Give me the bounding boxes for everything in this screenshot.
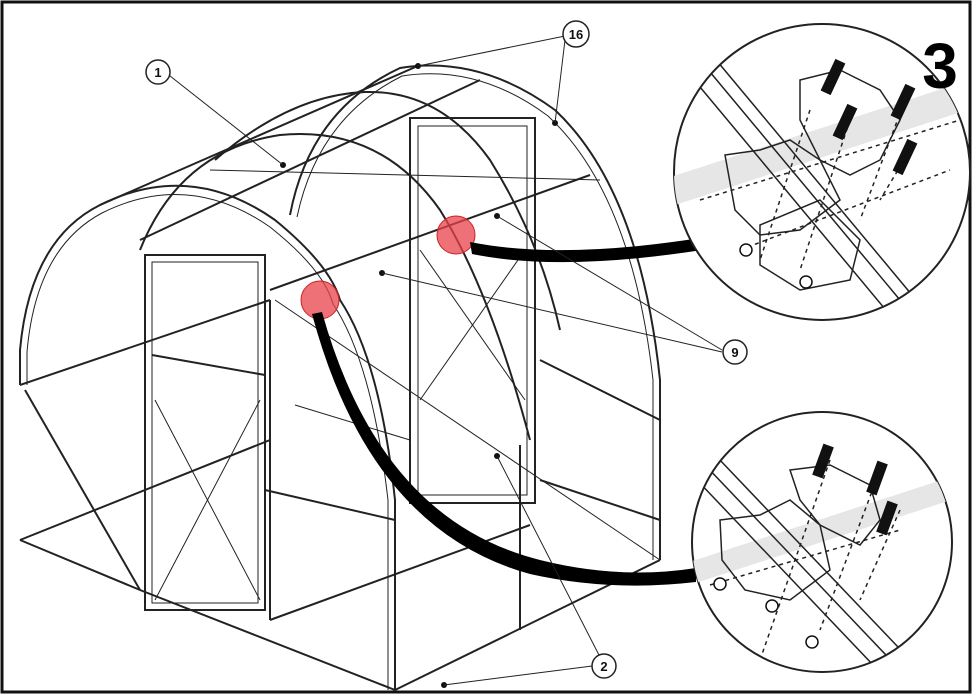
bolts-lower <box>812 443 898 536</box>
callout-9: 9 <box>722 339 748 365</box>
leader-lines <box>164 35 723 686</box>
ridge-bar <box>269 174 591 291</box>
middle-arch-1 <box>139 133 531 441</box>
front-wall-rail <box>264 489 396 521</box>
back-door-frame <box>409 117 536 504</box>
middle-arch-2 <box>214 90 561 331</box>
bolts-upper <box>820 58 918 176</box>
callout-2-label: 2 <box>600 659 607 674</box>
callout-1-label: 1 <box>154 65 161 80</box>
front-wall-brace <box>24 389 141 591</box>
callout-16: 16 <box>562 20 590 48</box>
bottom-diagonal <box>274 299 661 561</box>
back-wall-rail <box>539 359 661 421</box>
detail-view-lower <box>691 411 953 673</box>
base-rail-left <box>19 539 141 591</box>
nuts-lower <box>713 577 819 649</box>
front-door-frame <box>144 254 266 611</box>
front-door-brace-2 <box>154 399 261 601</box>
front-arch <box>19 184 396 690</box>
nuts-upper <box>739 243 813 289</box>
highlight-joint-upper <box>436 215 476 255</box>
callout-9-label: 9 <box>731 345 738 360</box>
front-door-crossbar <box>151 354 266 376</box>
back-door-brace-2 <box>419 249 526 401</box>
back-wall-rail-low <box>539 479 661 521</box>
step-number: 3 <box>922 30 958 102</box>
base-rail-front <box>139 589 396 691</box>
callout-2: 2 <box>591 653 617 679</box>
callout-16-label: 16 <box>569 27 583 42</box>
connector-band-upper <box>470 238 702 263</box>
inner-rail <box>294 404 411 441</box>
purlin-1 <box>99 64 421 206</box>
back-door-inner <box>417 125 528 496</box>
purlin-2 <box>139 79 481 241</box>
front-arch-inner <box>26 194 389 690</box>
front-door-inner <box>151 261 259 604</box>
detail-view-upper <box>673 23 971 321</box>
callout-1: 1 <box>145 59 171 85</box>
